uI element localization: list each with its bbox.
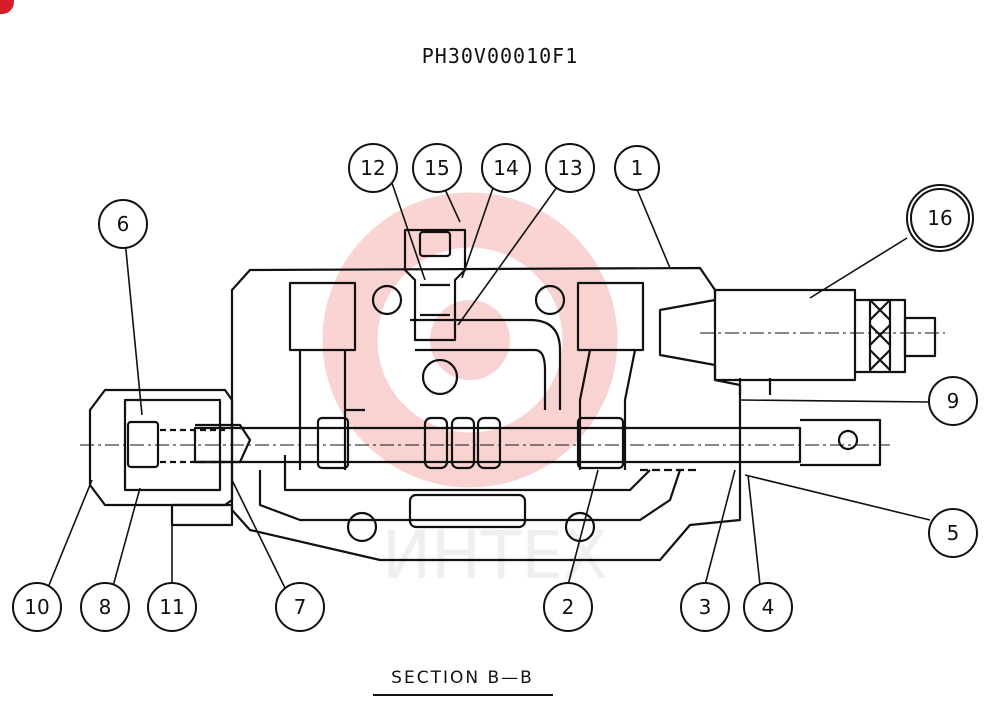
- callout-circle: [906, 184, 974, 252]
- callout-circle: [98, 199, 148, 249]
- callout-circle: [481, 143, 531, 193]
- callout-circle: [348, 143, 398, 193]
- section-label: SECTION B—B: [391, 668, 534, 688]
- callout-4: 4: [743, 582, 793, 632]
- solenoid-valve: [658, 288, 907, 382]
- callout-label: 2: [562, 595, 575, 619]
- callout-label: 1: [631, 156, 644, 180]
- callout-circle: [928, 508, 978, 558]
- callout-2: 2: [543, 582, 593, 632]
- callout-label: 4: [762, 595, 775, 619]
- drawing-code: PH30V00010F1: [421, 44, 579, 68]
- callout-circle: [80, 582, 130, 632]
- callout-label: 12: [360, 156, 385, 180]
- callout-10: 10: [12, 582, 62, 632]
- leader-lines: [46, 182, 931, 591]
- callout-label: 3: [699, 595, 712, 619]
- main-spool: [193, 426, 802, 464]
- callout-circle: [12, 582, 62, 632]
- callout-circle: [412, 143, 462, 193]
- valve-body: [230, 266, 742, 562]
- callout-9: 9: [928, 376, 978, 426]
- callout-circle: [147, 582, 197, 632]
- callout-circle: [614, 145, 660, 191]
- callout-circle: [743, 582, 793, 632]
- callout-label: 7: [294, 595, 307, 619]
- callout-label: 16: [927, 206, 952, 230]
- callout-16: 16: [906, 184, 974, 252]
- watermark-gear-icon: [322, 192, 618, 488]
- callout-3: 3: [680, 582, 730, 632]
- callout-8: 8: [80, 582, 130, 632]
- callout-5: 5: [928, 508, 978, 558]
- watermark: ИНТЕХ: [322, 192, 618, 594]
- section-underline: [373, 694, 553, 696]
- callout-14: 14: [481, 143, 531, 193]
- callout-label: 10: [24, 595, 49, 619]
- callout-label: 8: [99, 595, 112, 619]
- callout-15: 15: [412, 143, 462, 193]
- spring-cap: [88, 388, 234, 507]
- callout-label: 5: [947, 521, 960, 545]
- callout-11: 11: [147, 582, 197, 632]
- callout-7: 7: [275, 582, 325, 632]
- bolt-hole-left: [371, 284, 403, 316]
- watermark-text: ИНТЕХ: [382, 517, 608, 594]
- callout-circle: [275, 582, 325, 632]
- callout-label: 15: [424, 156, 449, 180]
- callout-13: 13: [545, 143, 595, 193]
- callout-1: 1: [614, 145, 660, 191]
- check-valve-stack: [403, 228, 467, 342]
- callout-6: 6: [98, 199, 148, 249]
- callout-label: 9: [947, 389, 960, 413]
- callout-circle: [680, 582, 730, 632]
- bolt-hole-right: [534, 284, 566, 316]
- bolt-hole-bottom-left: [346, 511, 378, 543]
- callout-label: 14: [493, 156, 518, 180]
- callout-circle: [543, 582, 593, 632]
- callout-label: 11: [159, 595, 184, 619]
- callout-12: 12: [348, 143, 398, 193]
- callout-label: 13: [557, 156, 582, 180]
- callout-circle: [928, 376, 978, 426]
- callout-label: 6: [117, 212, 130, 236]
- callout-circle: [545, 143, 595, 193]
